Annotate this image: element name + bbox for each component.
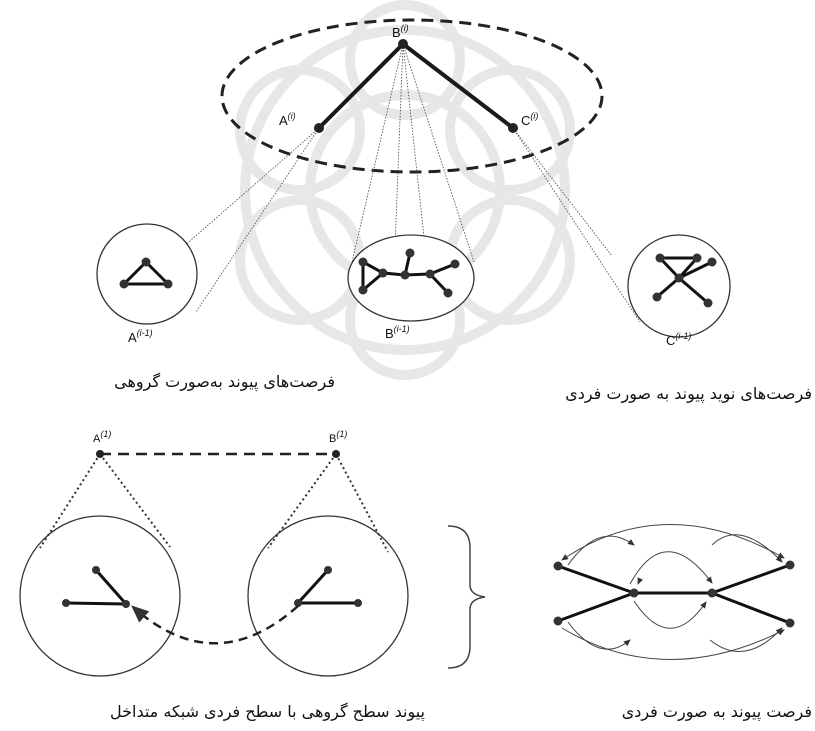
subnetwork-b (348, 235, 474, 321)
bottom-subnetwork-a (20, 516, 180, 676)
bottom-projection-lines (40, 454, 388, 552)
cross-level-dashed-link (133, 606, 298, 643)
label-c-i-1: C(i-1) (666, 331, 691, 348)
bottom-subnetwork-b (248, 516, 408, 676)
label-a-1: A(1) (93, 429, 111, 445)
label-a-i: A(i) (279, 111, 296, 128)
label-b-i: B(i) (392, 23, 409, 40)
top-figure: B(i) A(i) C(i) A(i-1) (97, 20, 730, 348)
caption-top-right: فرصت‌های نوید پیوند به صورت فردی (565, 384, 812, 403)
caption-top-left: فرصت‌های پیوند به‌صورت گروهی (114, 372, 335, 391)
node-b-top (398, 39, 408, 49)
label-a-i-1: A(i-1) (128, 328, 153, 345)
label-c-i: C(i) (521, 111, 538, 128)
subnetwork-a (97, 224, 197, 324)
subnetwork-c (628, 235, 730, 337)
brace (448, 526, 485, 668)
label-b-1: B(1) (329, 429, 347, 445)
node-a-top (314, 123, 324, 133)
node-b-1 (332, 450, 340, 458)
label-b-i-1: B(i-1) (385, 324, 410, 341)
individual-network (554, 524, 795, 659)
bottom-figure: A(1) B(1) (20, 429, 795, 676)
node-c-top (508, 123, 518, 133)
node-a-1 (96, 450, 104, 458)
caption-bottom-left: پیوند سطح گروهی با سطح فردی شبکه متداخل (110, 702, 425, 721)
caption-bottom-right: فرصت پیوند به صورت فردی (622, 702, 812, 721)
